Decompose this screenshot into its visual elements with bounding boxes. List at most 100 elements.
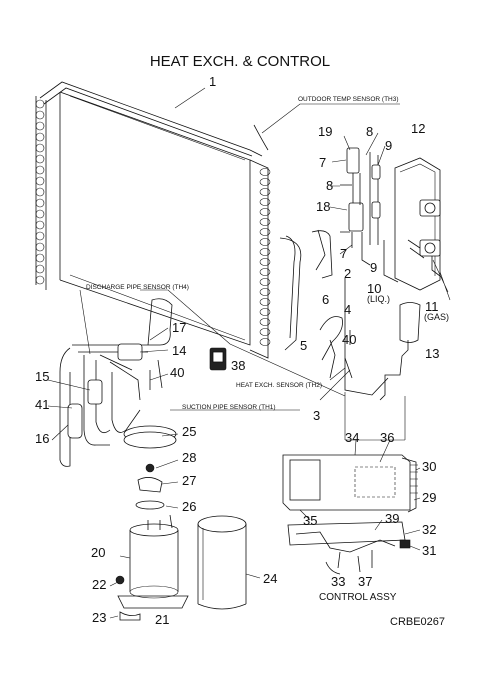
coil-loop bbox=[35, 132, 45, 142]
callout-18: 18 bbox=[316, 199, 330, 214]
callout-40a: 40 bbox=[170, 365, 184, 380]
callout-12: 12 bbox=[411, 121, 425, 136]
discharge-pipe-sensor-label: DISCHARGE PIPE SENSOR (TH4) bbox=[86, 284, 189, 291]
coil-loop bbox=[35, 253, 45, 263]
coil-loop bbox=[35, 275, 45, 285]
coil-loop bbox=[259, 238, 271, 246]
coil-loop bbox=[259, 338, 271, 346]
pipe-6-illustration bbox=[279, 235, 302, 351]
callout-23: 23 bbox=[92, 610, 106, 625]
callout-15: 15 bbox=[35, 369, 49, 384]
compressor-illustration bbox=[115, 425, 189, 621]
coil-loop bbox=[259, 288, 271, 296]
coil-loop bbox=[259, 208, 271, 216]
callout-30: 30 bbox=[422, 459, 436, 474]
callout-20: 20 bbox=[91, 545, 105, 560]
callout-1: 1 bbox=[209, 74, 216, 89]
coil-loop bbox=[35, 209, 45, 219]
callout-16: 16 bbox=[35, 431, 49, 446]
callout-2: 2 bbox=[344, 266, 351, 281]
callout-9b: 9 bbox=[370, 260, 377, 275]
coil-loop bbox=[35, 264, 45, 274]
coil-loop bbox=[259, 198, 271, 206]
liq-label: (LIQ.) bbox=[367, 294, 390, 304]
callout-4: 4 bbox=[344, 302, 351, 317]
callout-39: 39 bbox=[385, 511, 399, 526]
heat-exch-sensor-illustration bbox=[319, 316, 353, 401]
heat-exch-sensor-label: HEAT EXCH. SENSOR (TH2) bbox=[236, 382, 322, 389]
coil-loop bbox=[259, 318, 271, 326]
callout-19: 19 bbox=[318, 124, 332, 139]
callout-29: 29 bbox=[422, 490, 436, 505]
callout-7b: 7 bbox=[340, 246, 347, 261]
compressor-cover-illustration bbox=[197, 515, 247, 610]
strainer-illustration bbox=[344, 278, 421, 401]
coil-loop bbox=[259, 248, 271, 256]
callout-25: 25 bbox=[182, 424, 196, 439]
callout-leader-lines bbox=[47, 132, 421, 619]
compressor-piping-illustration bbox=[59, 298, 173, 467]
diagram-title: HEAT EXCH. & CONTROL bbox=[150, 53, 330, 70]
coil-loop bbox=[35, 187, 45, 197]
control-assembly-illustration bbox=[282, 454, 418, 575]
valve-assembly-illustration bbox=[340, 147, 451, 301]
callout-37: 37 bbox=[358, 574, 372, 589]
callout-33: 33 bbox=[331, 574, 345, 589]
coil-loop bbox=[35, 242, 45, 252]
coil-loop bbox=[35, 99, 45, 109]
sensor-leaders bbox=[79, 289, 346, 411]
diagram-code: CRBE0267 bbox=[390, 616, 445, 628]
outdoor-temp-sensor-label: OUTDOOR TEMP SENSOR (TH3) bbox=[298, 96, 399, 103]
callout-26: 26 bbox=[182, 499, 196, 514]
callout-8b: 8 bbox=[326, 178, 333, 193]
callout-14: 14 bbox=[172, 343, 186, 358]
callout-40b: 40 bbox=[342, 332, 356, 347]
callout-10: 10 bbox=[367, 281, 381, 296]
coil-loop bbox=[35, 110, 45, 120]
callout-22: 22 bbox=[92, 577, 106, 592]
coil-loop bbox=[35, 165, 45, 175]
coil-loop bbox=[35, 176, 45, 186]
callout-38: 38 bbox=[231, 358, 245, 373]
outdoor-temp-sensor-illustration bbox=[253, 103, 400, 151]
sensor-holder-38-illustration bbox=[209, 347, 227, 371]
coil-loop bbox=[259, 278, 271, 286]
coil-loop bbox=[259, 308, 271, 316]
leader-lines bbox=[344, 392, 406, 441]
coil-loop bbox=[259, 258, 271, 266]
suction-pipe-sensor-label: SUCTION PIPE SENSOR (TH1) bbox=[182, 404, 276, 411]
callout-5: 5 bbox=[300, 338, 307, 353]
gas-label: (GAS) bbox=[424, 312, 449, 322]
callout-36: 36 bbox=[380, 430, 394, 445]
callout-41: 41 bbox=[35, 397, 49, 412]
coil-loop bbox=[35, 143, 45, 153]
callout-6: 6 bbox=[322, 292, 329, 307]
callout-7a: 7 bbox=[319, 155, 326, 170]
callout-21: 21 bbox=[155, 612, 169, 627]
callout-32: 32 bbox=[422, 522, 436, 537]
heat-exchanger-illustration bbox=[35, 81, 271, 359]
callout-34: 34 bbox=[345, 430, 359, 445]
coil-loop bbox=[259, 178, 271, 186]
coil-loop bbox=[35, 154, 45, 164]
coil-loop bbox=[259, 168, 271, 176]
pipe-2-illustration bbox=[311, 229, 333, 279]
callout-13: 13 bbox=[425, 346, 439, 361]
callout-17: 17 bbox=[172, 320, 186, 335]
callout-27: 27 bbox=[182, 473, 196, 488]
coil-loop bbox=[35, 231, 45, 241]
coil-loop bbox=[35, 198, 45, 208]
callout-31: 31 bbox=[422, 543, 436, 558]
callout-numbers: 1 2 3 4 5 6 7 7 8 8 9 9 10 11 12 13 14 1… bbox=[35, 74, 439, 627]
coil-loop bbox=[35, 121, 45, 131]
callout-11: 11 bbox=[425, 299, 439, 314]
coil-loop bbox=[35, 220, 45, 230]
coil-loop bbox=[259, 228, 271, 236]
coil-loop bbox=[259, 218, 271, 226]
coil-loop bbox=[259, 298, 271, 306]
callout-3: 3 bbox=[313, 408, 320, 423]
callout-9a: 9 bbox=[385, 138, 392, 153]
callout-24: 24 bbox=[263, 571, 277, 586]
coil-loop bbox=[259, 188, 271, 196]
